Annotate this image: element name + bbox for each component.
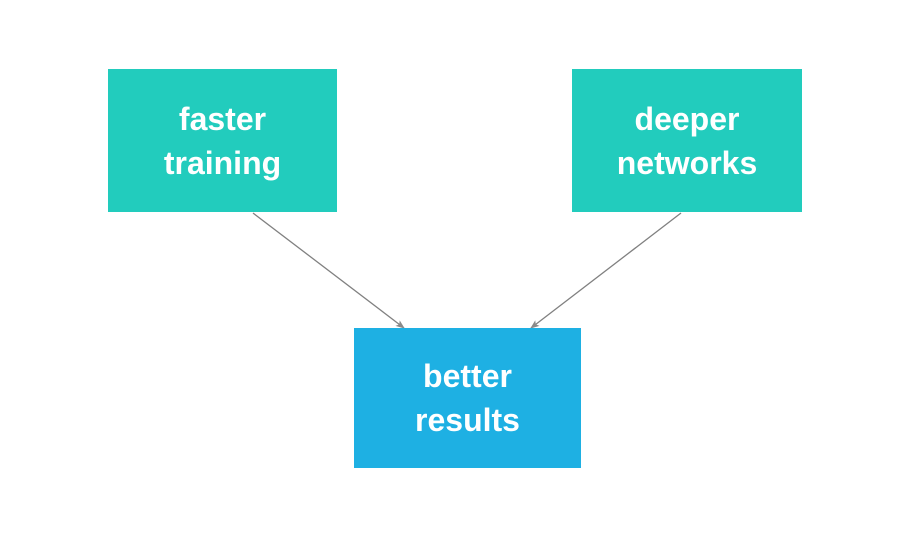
node-deeper-networks-label: deeper networks [616, 100, 758, 181]
node-better-results[interactable]: better results [354, 328, 581, 468]
edge-deeper-networks-to-better-results [530, 212, 682, 329]
node-better-results-label: better results [415, 358, 520, 438]
node-faster-training-label: faster training [163, 100, 282, 181]
node-deeper-networks[interactable]: deeper networks [572, 69, 802, 212]
node-faster-training[interactable]: faster training [108, 69, 337, 212]
edge-faster-training-to-better-results [252, 212, 405, 329]
